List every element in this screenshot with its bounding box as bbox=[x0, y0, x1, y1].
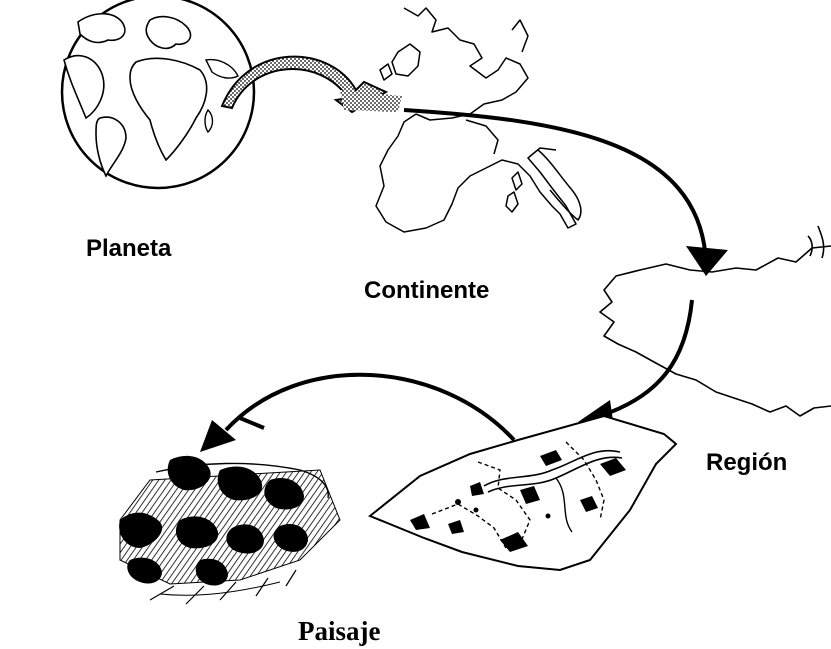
label-planet: Planeta bbox=[86, 235, 172, 262]
landscape-illustration bbox=[119, 456, 340, 604]
globe-icon bbox=[62, 0, 254, 188]
stipple-shading bbox=[340, 90, 402, 112]
europe-continent-map bbox=[376, 8, 581, 232]
zoom-arrow-map-to-landscape bbox=[226, 375, 514, 440]
label-region: Región bbox=[706, 449, 787, 476]
arrow-tail-mark bbox=[240, 418, 264, 428]
label-landscape: Paisaje bbox=[298, 616, 380, 646]
zoom-arrow-continent-to-region bbox=[404, 110, 706, 262]
regional-map-sheet bbox=[370, 416, 676, 570]
label-continent: Continente bbox=[364, 277, 489, 304]
